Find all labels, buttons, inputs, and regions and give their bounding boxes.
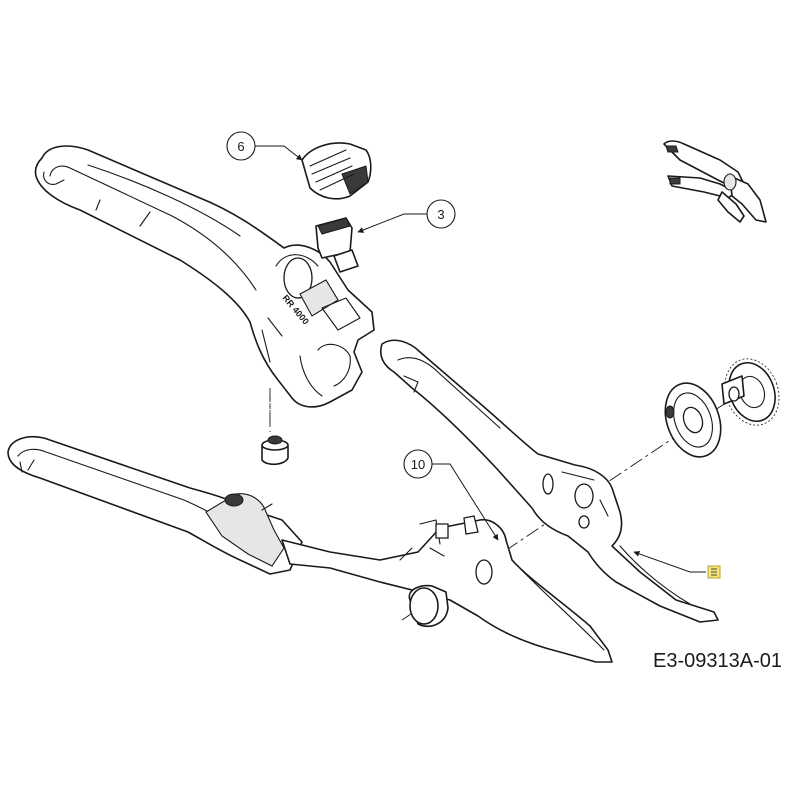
pivot-bolt-cap — [408, 584, 449, 628]
upper-handle — [34, 145, 375, 408]
pivot-washer — [664, 382, 722, 458]
upper-blade-part-10 — [379, 339, 719, 623]
adjustment-nut — [721, 358, 780, 426]
clip-part-3 — [315, 217, 359, 273]
lower-blade — [281, 515, 613, 663]
bushing — [261, 435, 289, 466]
assembled-pruner-thumbnail — [663, 140, 767, 223]
callout-6: 6 — [226, 131, 303, 161]
callout-6-label: 6 — [237, 139, 244, 154]
bumper-part-6 — [301, 142, 372, 200]
callout-3-label: 3 — [437, 207, 444, 222]
callout-10-label: 10 — [411, 457, 425, 472]
drawing-code: E3-09313A-01 — [653, 650, 782, 672]
lower-handle — [7, 436, 303, 575]
callout-3: 3 — [357, 199, 456, 233]
callout-unlabeled-marker — [633, 550, 721, 579]
callout-10: 10 — [403, 449, 499, 541]
